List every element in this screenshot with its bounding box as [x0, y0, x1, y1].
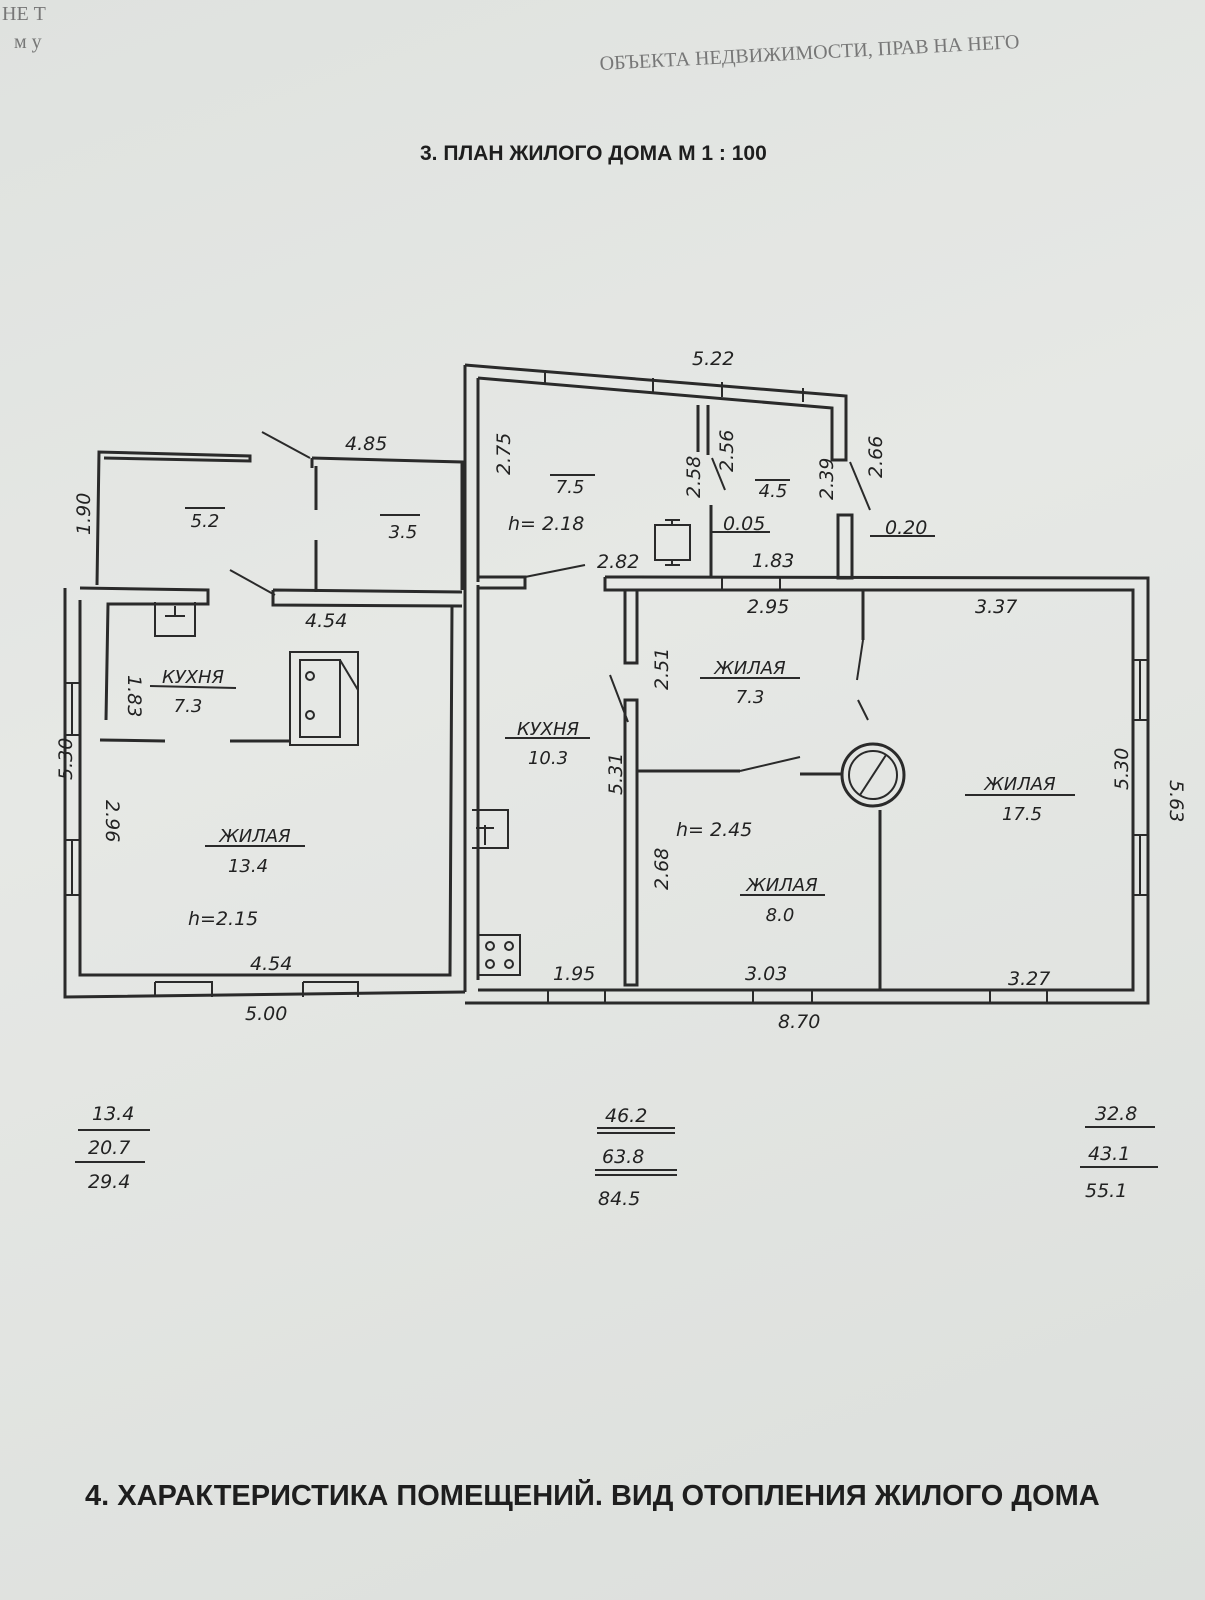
dim-label: 3.03: [745, 963, 787, 985]
room-name-kitchen-left: КУХНЯ: [162, 667, 225, 688]
room-area-7-5: 7.5: [556, 477, 585, 498]
total-value: 84.5: [598, 1188, 640, 1210]
dim-label: 4.85: [345, 433, 387, 455]
room-area-kitchen-left: 7.3: [174, 696, 203, 717]
plan-title: 3. ПЛАН ЖИЛОГО ДОМА М 1 : 100: [420, 142, 767, 165]
dim-label: 2.58: [683, 456, 705, 498]
total-value: 13.4: [92, 1103, 134, 1125]
ceiling-height-annex: h= 2.18: [508, 513, 584, 535]
dim-label: 0.20: [885, 517, 927, 539]
dim-label: 3.37: [975, 596, 1017, 618]
ceiling-height-mid: h= 2.45: [676, 819, 752, 841]
dim-label: 5.22: [692, 348, 734, 370]
total-value: 29.4: [88, 1171, 130, 1193]
dim-label: 2.95: [747, 596, 789, 618]
dim-label: 1.83: [752, 550, 794, 572]
dim-label: 1.83: [123, 675, 145, 717]
room-name-living-8-0: ЖИЛАЯ: [745, 875, 818, 896]
dim-label: 0.05: [723, 513, 765, 535]
walls: [63, 363, 1150, 1005]
dim-label: 2.82: [597, 551, 639, 573]
dim-label: 2.51: [651, 648, 673, 690]
room-name-living-left: ЖИЛАЯ: [218, 826, 291, 847]
header-faint-text: ОБЪЕКТА НЕДВИЖИМОСТИ, ПРАВ НА НЕГО: [599, 31, 1020, 75]
dim-label: 5.00: [245, 1003, 287, 1025]
dim-label: 1.90: [73, 493, 95, 535]
room-area-kitchen-mid: 10.3: [528, 748, 568, 769]
dim-label: 2.56: [716, 430, 738, 472]
room-area-3-5: 3.5: [389, 522, 418, 543]
header-fragment-2: м у: [14, 31, 42, 53]
area-totals-center: 46.2 63.8 84.5: [595, 1105, 677, 1210]
dim-label: 2.66: [865, 436, 887, 478]
dim-label: 2.39: [816, 458, 838, 500]
total-value: 43.1: [1088, 1143, 1130, 1165]
room-area-living-17-5: 17.5: [1002, 804, 1042, 825]
dim-label: 4.54: [305, 610, 347, 632]
total-value: 63.8: [602, 1146, 644, 1168]
dim-label: 4.54: [250, 953, 292, 975]
dim-label: 2.68: [651, 848, 673, 890]
dim-label: 1.95: [553, 963, 595, 985]
room-area-living-8-0: 8.0: [766, 905, 795, 926]
header-fragment: НЕ Т: [2, 3, 46, 25]
ceiling-height-left: h=2.15: [188, 908, 258, 930]
dim-label: 8.70: [778, 1011, 820, 1033]
total-value: 32.8: [1095, 1103, 1137, 1125]
total-value: 46.2: [605, 1105, 647, 1127]
dim-label: 5.30: [55, 738, 77, 780]
room-area-5-2: 5.2: [191, 511, 220, 532]
total-value: 55.1: [1085, 1180, 1127, 1202]
dim-label: 5.30: [1111, 748, 1133, 790]
section-4-title: 4. ХАРАКТЕРИСТИКА ПОМЕЩЕНИЙ. ВИД ОТОПЛЕН…: [85, 1478, 1100, 1512]
area-totals-left: 13.4 20.7 29.4: [75, 1103, 150, 1193]
total-value: 20.7: [88, 1137, 130, 1159]
dim-label: 5.31: [605, 753, 627, 795]
room-area-4-5: 4.5: [759, 481, 788, 502]
dim-label: 2.75: [493, 433, 515, 475]
dim-label: 5.63: [1165, 780, 1187, 822]
area-totals-right: 32.8 43.1 55.1: [1080, 1103, 1158, 1202]
room-name-living-7-3: ЖИЛАЯ: [713, 658, 786, 679]
dimension-labels: 5.22 4.85 1.90 4.54 1.83 5.30 2.96 4.54 …: [55, 348, 1187, 1033]
room-area-living-left: 13.4: [228, 856, 268, 877]
dim-label: 2.96: [101, 800, 123, 842]
dim-label: 3.27: [1008, 968, 1050, 990]
room-name-living-17-5: ЖИЛАЯ: [983, 774, 1056, 795]
room-name-kitchen-mid: КУХНЯ: [517, 719, 580, 740]
room-area-living-7-3: 7.3: [736, 687, 765, 708]
